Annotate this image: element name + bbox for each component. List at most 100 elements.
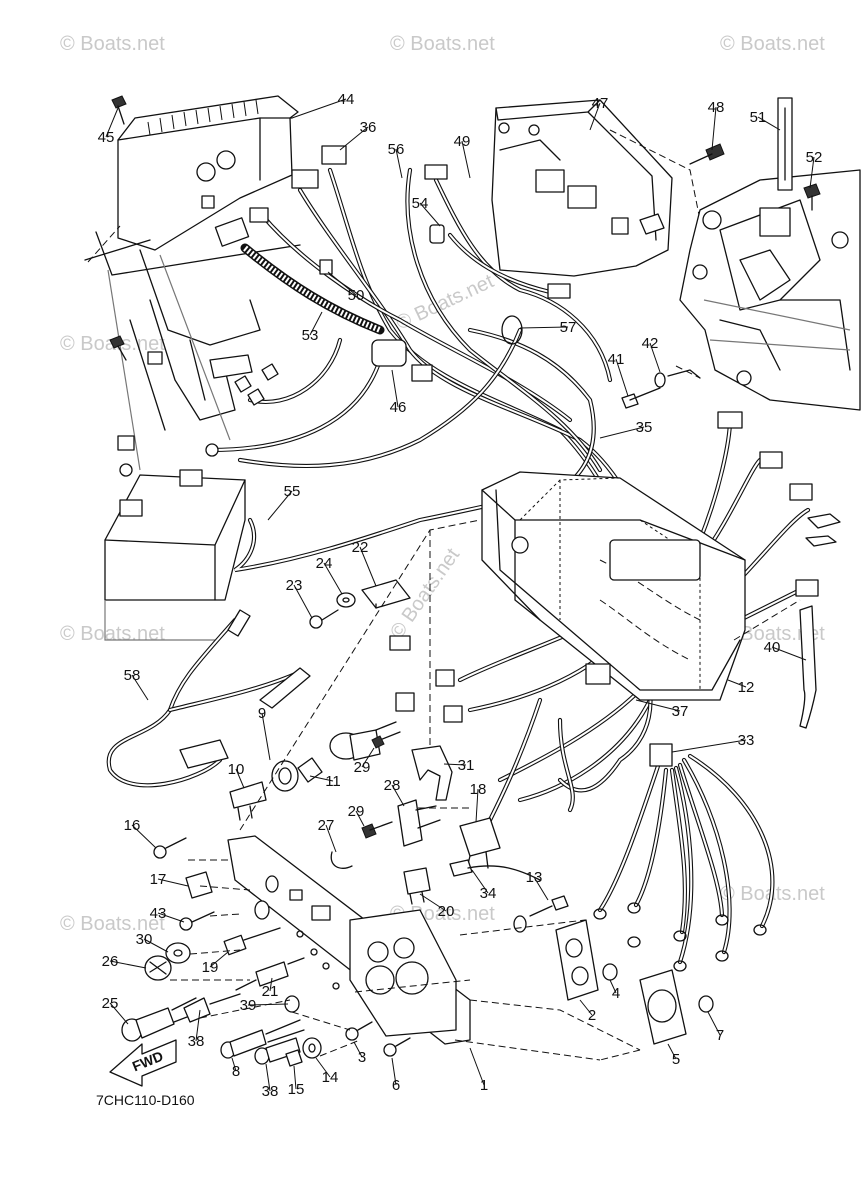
lead-34 [449, 859, 541, 881]
callout-37: 37 [672, 703, 689, 720]
nut-15 [285, 1049, 303, 1067]
harness-wire [497, 687, 643, 783]
ring-nut-9b [271, 760, 299, 792]
dipstick-52 [777, 97, 793, 191]
screw-16 [153, 837, 187, 859]
callout-25: 25 [102, 995, 119, 1012]
ring-terminals-54 [234, 363, 279, 406]
leader-line-16 [131, 824, 157, 849]
harness-wire-core [435, 179, 611, 381]
harness-wire-core [406, 169, 601, 471]
cable-tie-40 [799, 605, 817, 729]
callout-9: 9 [258, 705, 266, 722]
breaker-8 [220, 1019, 305, 1059]
callout-15: 15 [288, 1081, 305, 1098]
leader-line-10 [235, 768, 245, 789]
switch-10 [229, 781, 267, 821]
washer-24 [336, 592, 356, 608]
clip-27 [330, 851, 353, 869]
rectifier-18 [459, 817, 501, 873]
leader-line-29 [361, 747, 375, 768]
leader-line-15 [293, 1065, 297, 1090]
callout-46: 46 [390, 399, 407, 416]
bolt-13 [513, 895, 569, 933]
relay-box-48 [491, 99, 673, 277]
leader-line-14 [315, 1057, 331, 1078]
callout-53: 53 [302, 327, 319, 344]
leader-line-26 [109, 960, 147, 969]
leader-line-19 [209, 951, 229, 968]
callout-27: 27 [318, 817, 335, 834]
leader-line-12 [727, 679, 747, 688]
callout-26: 26 [102, 953, 119, 970]
callout-20: 20 [438, 903, 455, 920]
breaker-38a [183, 979, 257, 1023]
callout-38: 38 [262, 1083, 279, 1100]
nut-4 [602, 963, 618, 981]
callout-10: 10 [228, 761, 245, 778]
bolt-41 [621, 387, 661, 409]
clamp-17 [185, 871, 213, 899]
knob-26 [144, 955, 172, 981]
leader-line-47 [589, 102, 601, 131]
mount-bracket [84, 231, 301, 471]
leader-line-28 [391, 784, 405, 807]
callout-3: 3 [358, 1049, 366, 1066]
callout-29: 29 [354, 759, 371, 776]
harness-wire-core [489, 699, 541, 821]
leader-line-6 [391, 1057, 397, 1086]
leader-line-51 [757, 116, 781, 131]
harness-wire-core [675, 767, 693, 963]
harness-wire [487, 697, 543, 823]
callout-31: 31 [458, 757, 475, 774]
leader-line-5 [667, 1043, 677, 1060]
leader-line-21 [269, 977, 273, 992]
callout-39: 39 [240, 997, 257, 1014]
callout-18: 18 [470, 781, 487, 798]
leader-line-35 [599, 426, 645, 439]
control-unit-44 [117, 95, 299, 251]
corrugated-tube-54 [240, 243, 385, 335]
callout-11: 11 [325, 773, 341, 790]
receptacle-5 [639, 969, 687, 1045]
harness-wire-core [449, 234, 551, 293]
leader-line-20 [419, 893, 447, 912]
leader-line-54 [419, 202, 441, 227]
leader-line-17 [157, 878, 189, 887]
leader-line-55 [267, 490, 293, 521]
callout-5: 5 [672, 1051, 680, 1068]
breaker-38b [254, 1037, 301, 1065]
callout-6: 6 [392, 1077, 400, 1094]
leader-line-50 [327, 271, 357, 296]
nut-14 [302, 1037, 322, 1059]
harness-wire-core [519, 699, 651, 801]
power-cord-59 [106, 609, 311, 788]
leader-line-34 [471, 869, 489, 894]
callout-35: 35 [636, 419, 653, 436]
leader-line-30 [143, 938, 169, 953]
leader-line-11 [309, 775, 334, 782]
leader-line-46 [391, 369, 399, 408]
leader-line-23 [293, 584, 313, 619]
harness-wire-core [671, 769, 686, 933]
harness-wire-core [469, 329, 595, 491]
panel-plate-1 [227, 835, 471, 1045]
switch-19 [223, 927, 281, 956]
leader-line-53 [309, 311, 323, 336]
leader-line-58 [131, 674, 149, 701]
watermark-text: © Boats.net [720, 623, 825, 645]
callout-8: 8 [232, 1063, 240, 1080]
callout-24: 24 [316, 555, 333, 572]
engine-block [679, 169, 861, 411]
leader-lines [105, 98, 815, 1092]
callout-7: 7 [716, 1027, 724, 1044]
leader-line-4 [609, 979, 617, 994]
leader-line-39 [247, 1003, 289, 1006]
bolt-49 [609, 129, 725, 221]
leader-line-24 [323, 562, 343, 595]
socket-9 [329, 692, 415, 761]
leader-line-52 [809, 156, 815, 189]
callout-labels: 1234567891011121314151617181920212223242… [98, 91, 823, 1100]
leader-line-7 [707, 1011, 721, 1036]
